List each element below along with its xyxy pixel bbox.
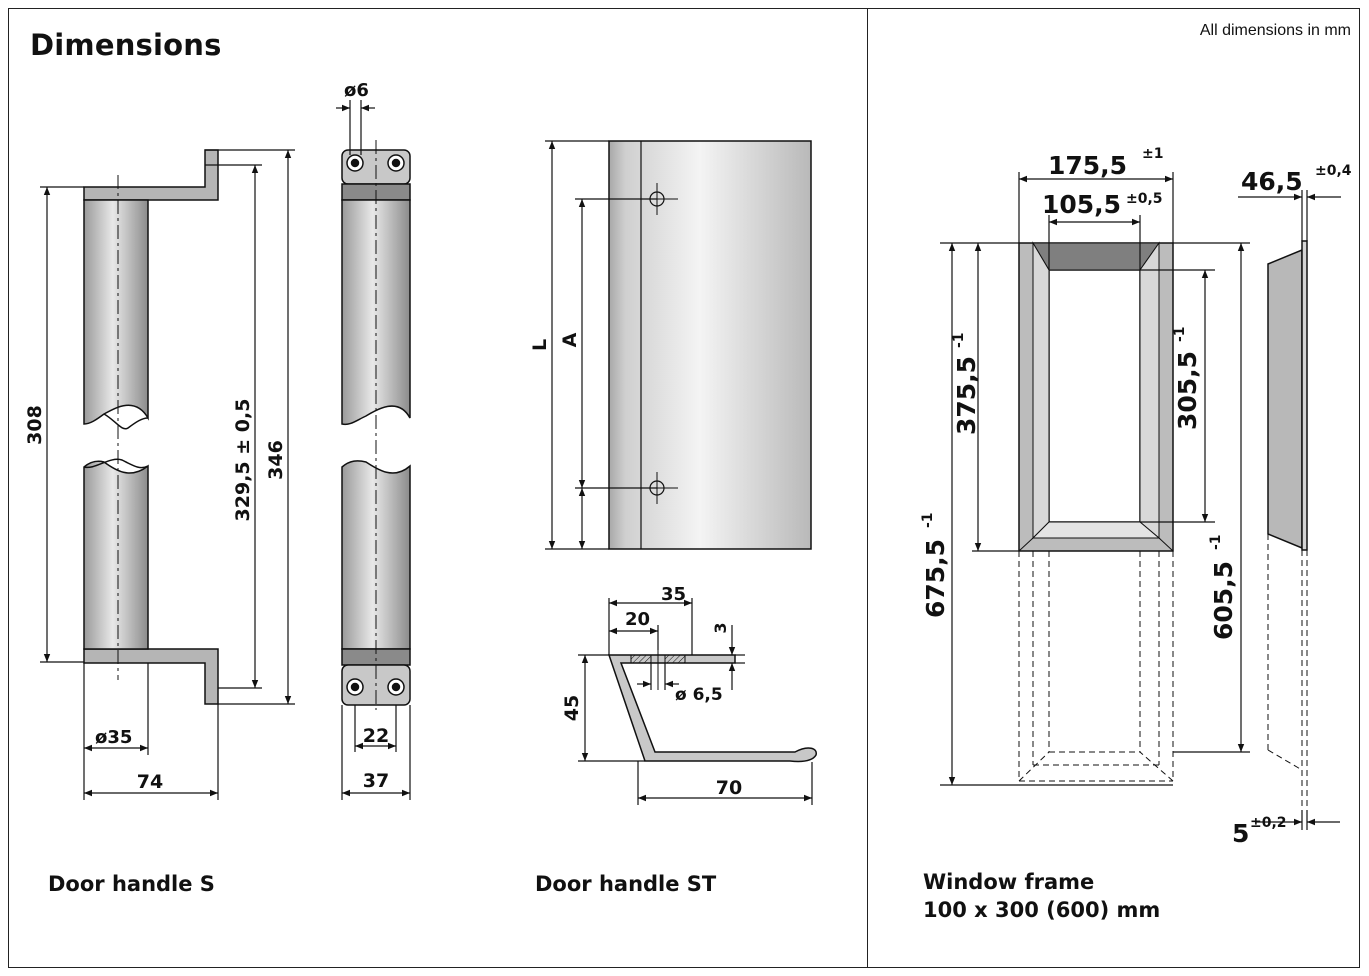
dim-375-5: 375,5 [952, 356, 981, 435]
dim-346: 346 [265, 440, 287, 480]
window-frame-profile [1267, 240, 1308, 810]
window-frame-dimensions [940, 172, 1341, 830]
dim-175-5-tol: ±1 [1142, 146, 1163, 162]
door-handle-s-side [83, 149, 219, 705]
caption-window-frame: Window frame 100 x 300 (600) mm [923, 868, 1160, 924]
dim-5: 5 [1232, 819, 1249, 848]
dim-375-5-tol: -1 [951, 332, 967, 348]
dim-st-20: 20 [625, 609, 650, 630]
dim-308: 308 [24, 405, 46, 445]
drawing-frame [8, 8, 1360, 968]
dim-st-3: 3 [711, 622, 730, 633]
dim-46-5: 46,5 [1241, 167, 1303, 196]
dim-675-5-tol: -1 [920, 512, 936, 528]
door-handle-s-front-dimensions [336, 100, 411, 800]
door-handle-s-front [341, 140, 411, 710]
door-handle-st-dimensions [545, 140, 657, 550]
door-handle-s-dimensions [40, 149, 295, 800]
panel-divider [867, 8, 868, 968]
dim-605-5-tol: -1 [1208, 534, 1224, 550]
dim-L: L [529, 339, 551, 351]
units-note: All dimensions in mm [1199, 22, 1351, 39]
dim-105-5-tol: ±0,5 [1126, 191, 1163, 207]
dim-46-5-tol: ±0,4 [1315, 163, 1352, 179]
dim-329-5: 329,5 ± 0,5 [232, 399, 254, 522]
caption-door-handle-st: Door handle ST [535, 872, 717, 896]
dim-st-70: 70 [716, 777, 742, 799]
dim-st-dia-6-5: ø 6,5 [675, 685, 723, 705]
window-frame-front [1018, 241, 1174, 782]
dim-st-35: 35 [661, 584, 686, 605]
page-title: Dimensions [30, 28, 222, 62]
dim-st-45: 45 [561, 695, 583, 721]
dim-dia-6: ø6 [344, 80, 369, 101]
dim-605-5: 605,5 [1209, 561, 1238, 640]
door-handle-st-profile [607, 650, 817, 763]
door-handle-st-front [608, 140, 812, 550]
dim-305-5: 305,5 [1173, 351, 1202, 430]
dim-175-5: 175,5 [1048, 151, 1127, 180]
dim-675-5: 675,5 [921, 539, 950, 618]
caption-window-frame-line2: 100 x 300 (600) mm [923, 898, 1161, 922]
dim-22: 22 [363, 725, 389, 747]
dim-A: A [559, 332, 581, 347]
dim-dia-35: ø35 [95, 727, 132, 748]
door-handle-st-profile-dimensions [578, 598, 813, 805]
dim-5-tol: ±0,2 [1250, 815, 1287, 831]
caption-window-frame-line1: Window frame [923, 870, 1095, 894]
dim-74: 74 [137, 771, 163, 793]
caption-door-handle-s: Door handle S [48, 872, 215, 896]
dim-105-5: 105,5 [1042, 190, 1121, 219]
dim-305-5-tol: -1 [1172, 326, 1188, 342]
dim-37: 37 [363, 770, 389, 792]
